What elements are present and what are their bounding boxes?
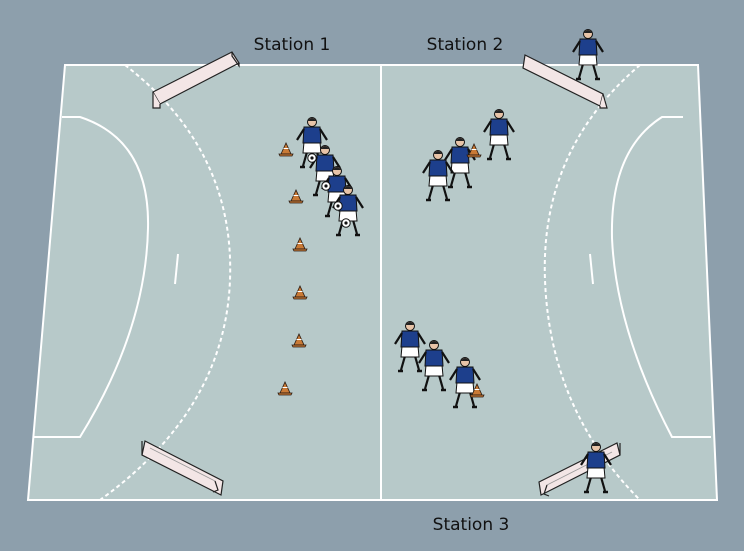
station-3-label: Station 3 [433,515,510,535]
ball-icon [342,219,350,227]
ball-icon [308,154,316,162]
ball-icon [322,182,330,190]
station-2-label: Station 2 [427,35,504,55]
court [28,65,717,500]
station-1-label: Station 1 [254,35,331,55]
ball-icon [334,202,342,210]
